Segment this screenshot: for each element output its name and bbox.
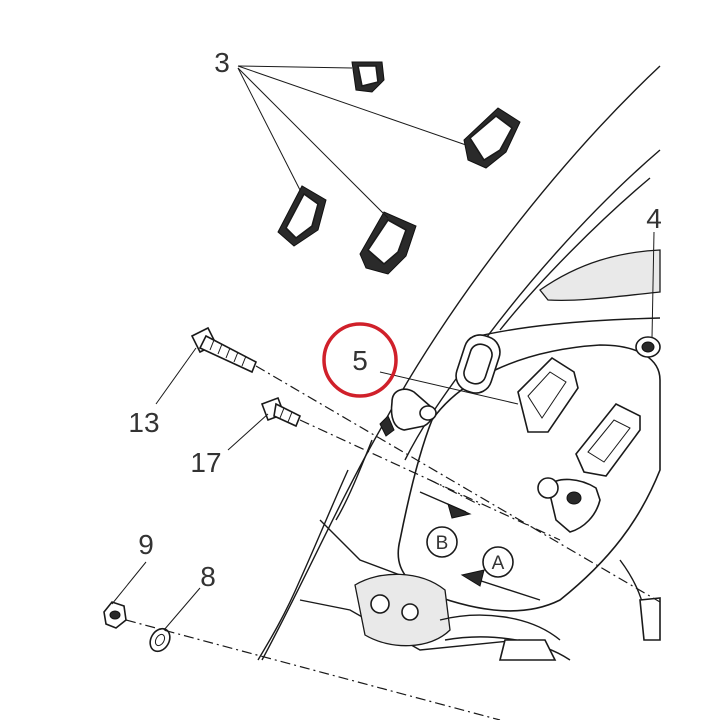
marker-a-label: A bbox=[492, 553, 505, 574]
callout-8: 8 bbox=[200, 561, 216, 592]
callout-13: 13 bbox=[128, 407, 159, 438]
bolt-part-4 bbox=[635, 336, 661, 358]
washer-part-8 bbox=[149, 627, 171, 653]
marker-b: B bbox=[426, 526, 458, 558]
highlight-ring bbox=[322, 322, 398, 398]
assembly-centerlines bbox=[125, 365, 661, 720]
marker-a: A bbox=[482, 546, 514, 578]
long-bolt-part-13 bbox=[190, 326, 258, 374]
bracket-part-5 bbox=[379, 388, 437, 437]
callout-4: 4 bbox=[646, 203, 662, 234]
direction-arrows bbox=[419, 491, 541, 601]
mount-stud bbox=[537, 477, 601, 533]
leader-lines bbox=[111, 65, 655, 631]
nut-part-9 bbox=[103, 601, 127, 629]
callout-3: 3 bbox=[214, 47, 230, 78]
fender-frame bbox=[257, 65, 661, 661]
grommet-slot bbox=[455, 334, 501, 394]
gasket-upper bbox=[517, 356, 579, 433]
marker-b-label: B bbox=[436, 533, 449, 554]
clip-part-3 bbox=[277, 61, 521, 275]
callout-9: 9 bbox=[138, 529, 154, 560]
short-bolt-part-17 bbox=[260, 396, 302, 428]
callout-5: 5 bbox=[352, 345, 368, 376]
callout-17: 17 bbox=[190, 447, 221, 478]
gasket-lower bbox=[575, 402, 641, 477]
